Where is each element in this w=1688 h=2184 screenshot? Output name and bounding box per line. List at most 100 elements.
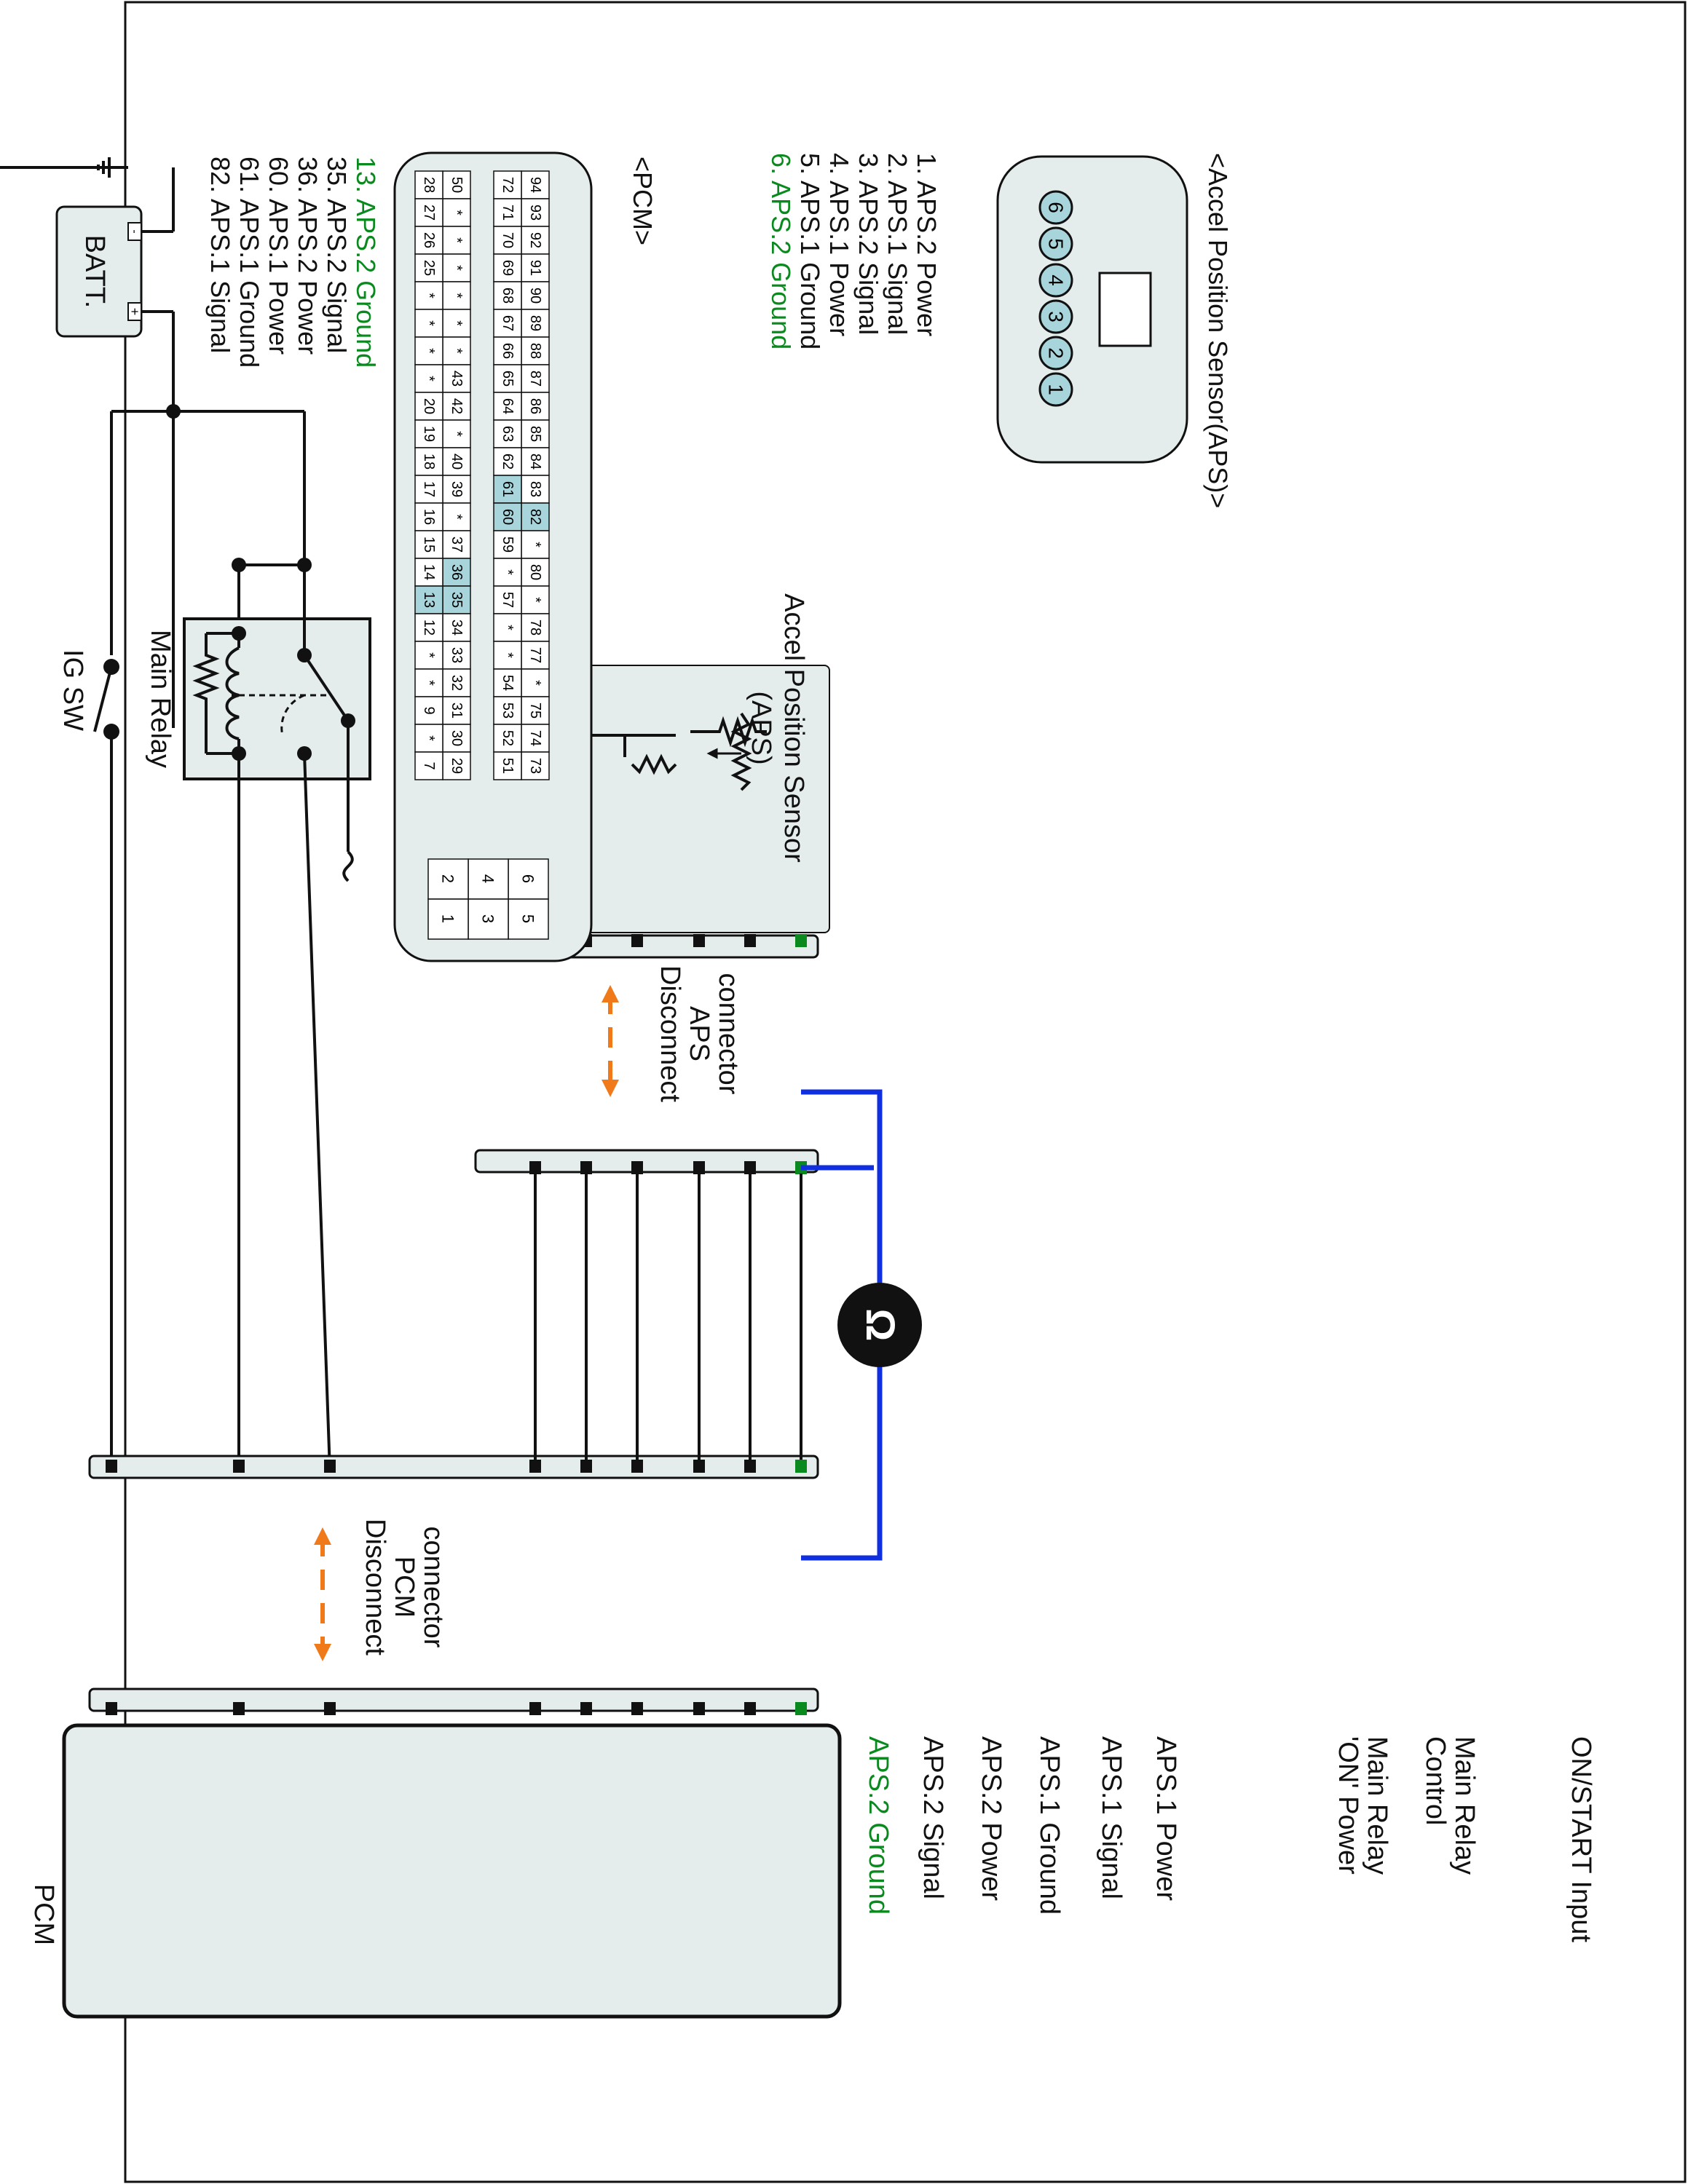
pcm-connector-pin-number: 19 [421, 426, 437, 442]
pcm-connector-pin-number: * [421, 320, 437, 326]
pcm-connector-pin [521, 724, 550, 753]
pcm-connector-pin-number: * [527, 597, 543, 603]
pcm-connector-pin-number: 85 [527, 426, 543, 442]
pcm-connector-pin-number: 33 [449, 647, 465, 663]
pcm-connector-small-pin-number: 2 [439, 874, 457, 883]
pcm-connector-pin [493, 419, 522, 448]
pcm-connector-pin-number: * [421, 680, 437, 686]
pcm-connector-pin-number: 35 [449, 592, 465, 608]
pcm-connector-pin-number: * [449, 431, 465, 437]
pcm-connector-pin [414, 696, 443, 725]
pcm-connector-pin [414, 336, 443, 365]
pcm-connector-pin [414, 281, 443, 310]
pcm-connector-pin-number: 31 [449, 703, 465, 719]
pcm-connector-pin [493, 641, 522, 670]
pcm-connector-pin [493, 364, 522, 393]
pcm-connector-pin [414, 751, 443, 780]
pcm-connector-pin [414, 530, 443, 559]
pcm-connector-pin-number: 94 [527, 177, 543, 193]
pcm-connector-pin [521, 226, 550, 255]
pcm-connector-pin-number: 72 [500, 177, 516, 193]
aps-connector-pin [1038, 226, 1073, 261]
aps-connector-pin [1038, 372, 1073, 407]
pcm-connector-pin [414, 502, 443, 531]
pcm-connector-pin-number: 69 [500, 260, 516, 276]
pcm-connector-pin-number: 36 [449, 564, 465, 580]
ohmmeter-icon [837, 1283, 922, 1367]
pcm-connector-pin-number: * [421, 652, 437, 658]
pcm-connector-pin [493, 336, 522, 365]
pcm-connector-pin [414, 253, 443, 282]
disconnect-aps-label-1: Disconnect [655, 965, 685, 1102]
pcm-connector-pin-number: 43 [449, 371, 465, 387]
pcm-connector-pin-number: 20 [421, 398, 437, 414]
disconnect-pcm-label-1: Disconnect [360, 1519, 390, 1655]
pcm-connector-pin [414, 170, 443, 199]
pcm-module: PCM [28, 1688, 842, 2019]
pcm-connector-pin-number: 18 [421, 454, 437, 470]
pcm-connector-pin [493, 585, 522, 614]
svg-text:Ω: Ω [858, 1309, 904, 1342]
pcm-connector-pin [521, 641, 550, 670]
aps-connector-pin [1038, 299, 1073, 334]
disconnect-pcm-label-2: PCM [389, 1556, 419, 1618]
battery-label: BATT. [79, 235, 110, 309]
aps-connector-pin-number: 3 [1045, 311, 1068, 323]
pcm-connector-pin [442, 641, 471, 670]
pcm-connector-pin-number: * [527, 542, 543, 547]
aps-potentiometer-1 [690, 716, 767, 748]
pcm-connector-pin [442, 281, 471, 310]
power-circuit: BATT. - + IG SW [0, 157, 371, 1471]
pcm-connector-small-pin [427, 898, 469, 940]
pcm-connector-pin-number: 54 [500, 675, 516, 691]
pcm-connector-pin [493, 226, 522, 255]
pcm-connector-pin [414, 364, 443, 393]
pcm-connector-pin-number: 74 [527, 730, 543, 746]
pcm-connector-pin [414, 724, 443, 753]
pcm-connector-pin-number: 88 [527, 343, 543, 359]
harness-wires [534, 1174, 802, 1460]
main-relay: Main Relay [145, 617, 371, 780]
pcm-connector-pin [493, 253, 522, 282]
pcm-connector-pin [442, 198, 471, 227]
pcm-connector-pin [521, 668, 550, 697]
pcm-connector-pin-number: 84 [527, 454, 543, 470]
battery-positive-mark: + [127, 308, 142, 316]
pcm-connector-pin-number: 30 [449, 730, 465, 746]
pcm-connector-small-pin-number: 4 [479, 874, 497, 883]
pcm-connector-pin-number: 53 [500, 703, 516, 719]
pcm-connector-pin-number: * [449, 265, 465, 271]
pcm-connector-pin [442, 613, 471, 642]
pcm-connector-small-pin-number: 1 [439, 914, 457, 923]
pcm-connector-pin [414, 613, 443, 642]
pcm-connector-pin [493, 475, 522, 504]
pcm-connector-pin-number: * [500, 652, 516, 658]
pcm-connector-pin [442, 447, 471, 476]
pcm-connector-pin-number: 80 [527, 564, 543, 580]
pcm-connector-pin [442, 696, 471, 725]
pcm-connector-pin [442, 170, 471, 199]
aps-connector-pin-number: 1 [1045, 384, 1068, 395]
pcm-connector-pin-number: 37 [449, 537, 465, 553]
pcm-connector-pin-number: 15 [421, 537, 437, 553]
pcm-connector-pin-number: 27 [421, 205, 437, 221]
pcm-connector-pin-number: 26 [421, 232, 437, 248]
pcm-connector-pin-number: 7 [421, 761, 437, 769]
aps-connector-pin [1038, 263, 1073, 298]
pcm-title: PCM [28, 1884, 59, 1945]
aps-connector-pin-number: 2 [1045, 347, 1068, 359]
pcm-connector-pin-number: * [500, 569, 516, 575]
disconnect-pcm-label-3: connector [418, 1527, 449, 1648]
pcm-connector-pin-number: 83 [527, 481, 543, 497]
aps-box-label-2: (APS) [746, 691, 776, 764]
pcm-connector-pin-number: 89 [527, 315, 543, 331]
pcm-connector-small-pin-number: 3 [479, 914, 497, 923]
aps-connector-pin-number: 6 [1045, 202, 1068, 213]
pcm-connector-pin-number: 62 [500, 454, 516, 470]
pcm-connector-small-pin [508, 858, 549, 900]
page-border [124, 1, 1687, 2183]
pcm-connector-pin-number: 60 [500, 509, 516, 525]
pcm-connector-pin-number: 71 [500, 205, 516, 221]
pcm-connector-pin-number: 17 [421, 481, 437, 497]
pcm-connector-pin-number: 34 [449, 620, 465, 636]
